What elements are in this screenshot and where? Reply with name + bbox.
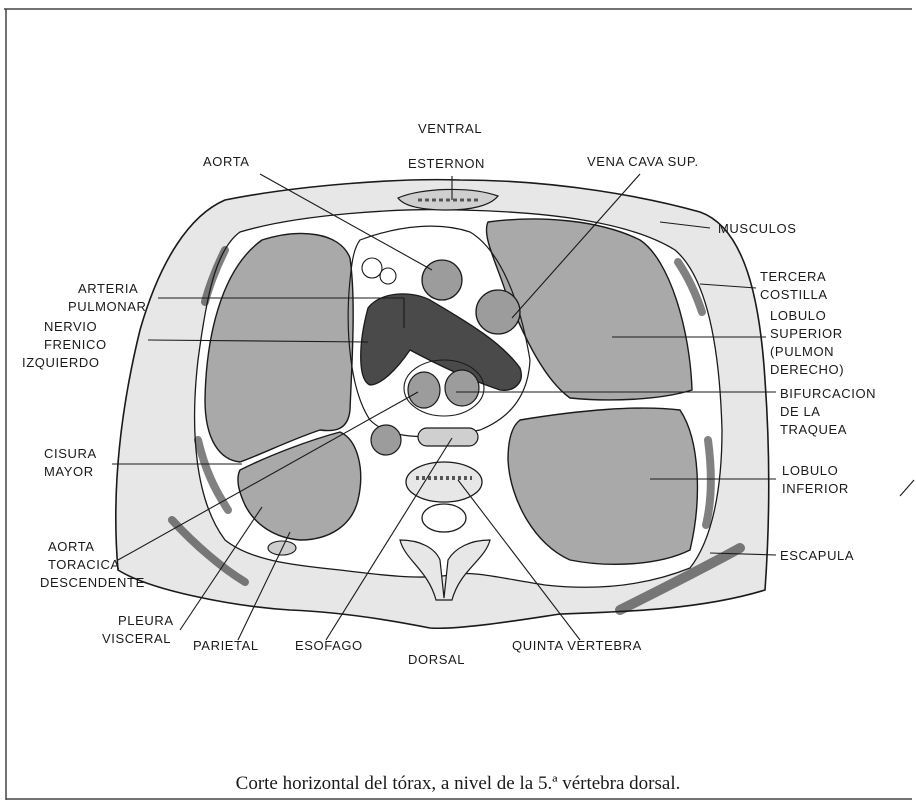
label-parietal: PARIETAL [193,638,259,653]
label-vena-cava: VENA CAVA SUP. [587,154,699,169]
label-bifurcacion: BIFURCACION [780,386,876,401]
label-arteria: ARTERIA [78,281,138,296]
label-ventral: VENTRAL [418,121,482,136]
label-dorsal: DORSAL [408,652,465,667]
label-lobulo-sup-1: LOBULO [770,308,826,323]
label-mayor: MAYOR [44,464,94,479]
vena-cava-vessel [476,290,520,334]
label-lobulo-sup-4: DERECHO) [770,362,844,377]
label-aorta-toracica-1: AORTA [48,539,95,554]
label-aorta-toracica-2: TORACICA [48,557,120,572]
spinal-canal [422,504,466,532]
label-nervio: NERVIO [44,319,97,334]
label-lobulo-sup-3: (PULMON [770,344,834,359]
label-pleura: PLEURA [118,613,174,628]
label-lobulo-sup-2: SUPERIOR [770,326,843,341]
label-aorta: AORTA [203,154,250,169]
label-visceral: VISCERAL [102,631,171,646]
aorta-vessel [422,260,462,300]
label-tercera: TERCERA [760,269,826,284]
esophagus [418,428,478,446]
leader-edge-mark [900,480,914,496]
bronchus-left [408,372,440,408]
bronchus-right [445,370,479,406]
label-quinta-vertebra: QUINTA VERTEBRA [512,638,642,653]
label-frenico: FRENICO [44,337,107,352]
label-esternon: ESTERNON [408,156,485,171]
label-izquierdo: IZQUIERDO [22,355,100,370]
figure-caption: Corte horizontal del tórax, a nivel de l… [236,773,681,794]
label-cisura: CISURA [44,446,97,461]
descending-aorta [371,425,401,455]
label-costilla: COSTILLA [760,287,828,302]
label-escapula: ESCAPULA [780,548,854,563]
left-vessel-b [380,268,396,284]
label-traquea: TRAQUEA [780,422,847,437]
label-esofago: ESOFAGO [295,638,363,653]
label-de-la: DE LA [780,404,821,419]
label-musculos: MUSCULOS [718,221,796,236]
label-lobulo-inf-1: LOBULO [782,463,838,478]
left-vessel-a [362,258,382,278]
label-lobulo-inf-2: INFERIOR [782,481,849,496]
label-pulmonar: PULMONAR [68,299,146,314]
label-aorta-toracica-3: DESCENDENTE [40,575,145,590]
